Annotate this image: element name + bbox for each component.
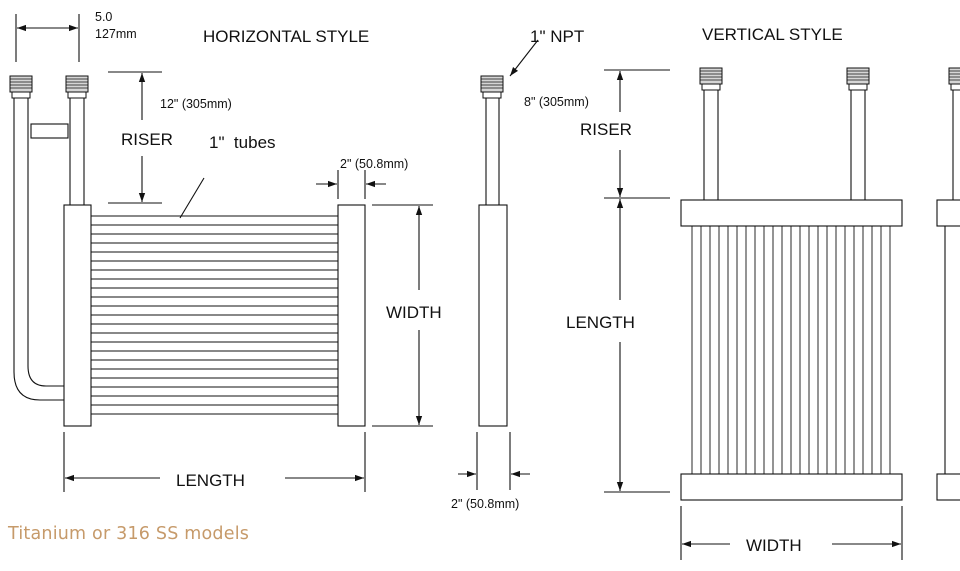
- fitting-icon: [846, 67, 870, 91]
- npt-label: 1" NPT: [530, 27, 584, 46]
- side-depth-dimension: 2" (50.8mm): [451, 497, 519, 511]
- top-offset-mm: 127mm: [95, 27, 137, 41]
- header-width-dimension: 2" (50.8mm): [340, 157, 408, 171]
- top-offset-inches: 5.0: [95, 10, 112, 24]
- horizontal-style-view: [9, 14, 433, 492]
- materials-caption: Titanium or 316 SS models: [8, 524, 250, 544]
- vertical-style-title: VERTICAL STYLE: [702, 25, 843, 44]
- side-view: [458, 39, 539, 490]
- vertical-style-view: [604, 67, 960, 560]
- fitting-icon: [65, 75, 89, 99]
- vertical-length-label: LENGTH: [566, 313, 635, 332]
- vertical-riser-label: RISER: [580, 120, 632, 139]
- fitting-icon: [948, 67, 960, 91]
- horizontal-style-title: HORIZONTAL STYLE: [203, 27, 369, 46]
- fitting-icon: [480, 75, 504, 99]
- tubes-label: 1" tubes: [209, 133, 276, 152]
- horizontal-width-label: WIDTH: [386, 303, 442, 322]
- fitting-icon: [9, 75, 33, 99]
- horizontal-length-label: LENGTH: [176, 471, 245, 490]
- fitting-icon: [699, 67, 723, 91]
- horizontal-riser-label: RISER: [121, 130, 173, 149]
- vertical-width-label: WIDTH: [746, 536, 802, 555]
- vertical-riser-dimension: 8" (305mm): [524, 95, 589, 109]
- horizontal-riser-dimension: 12" (305mm): [160, 97, 232, 111]
